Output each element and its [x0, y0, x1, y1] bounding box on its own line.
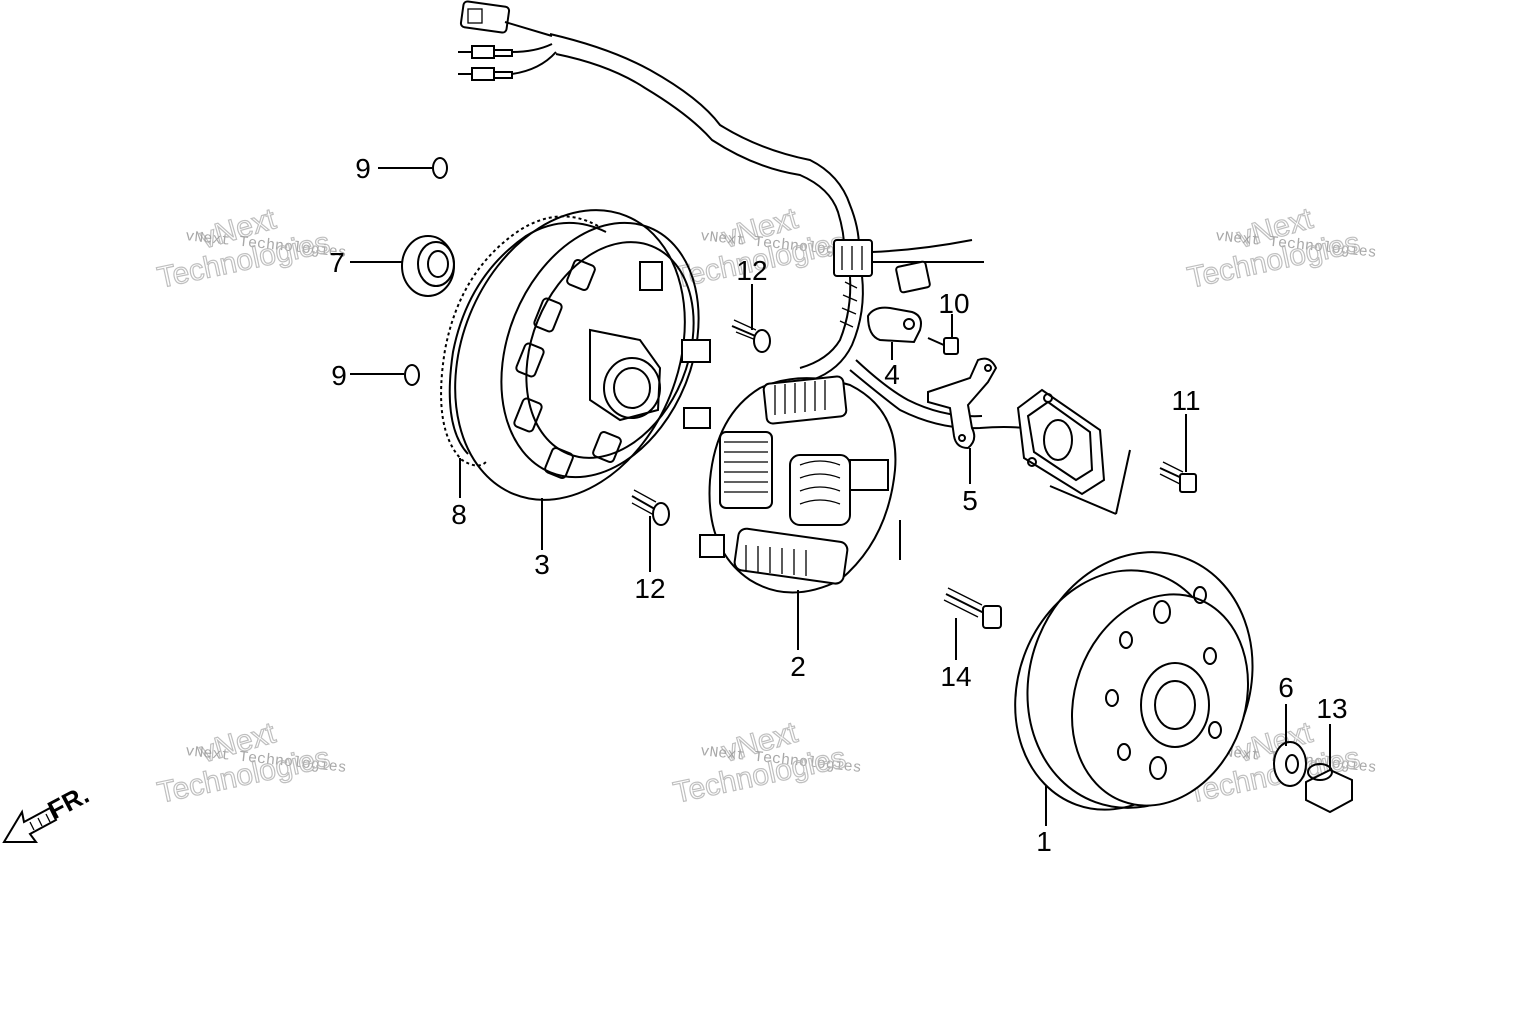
- screw-lower: [631, 489, 670, 526]
- watermark-top-right: vNext vNext Technologies Technologies: [1184, 201, 1377, 295]
- part-label-9-bottom: 9: [331, 360, 347, 391]
- part-label-12-top: 12: [736, 255, 767, 286]
- oil-seal: [401, 235, 455, 297]
- part-labels: 1 2 3 4 5 6 7 8 9 9 10 11 12 12 13 14: [329, 153, 1347, 857]
- bolt-part-14: [943, 587, 1002, 629]
- connector-pin: [467, 8, 483, 24]
- stator-tab: [699, 534, 725, 558]
- wire-clamp: [866, 306, 922, 344]
- vent-slot: [566, 259, 596, 291]
- coupler-wires: [871, 239, 984, 263]
- harness-cable-lower: [811, 275, 864, 381]
- mount-tab: [681, 339, 711, 363]
- stator-coil-assembly: [699, 375, 897, 594]
- mount-tab: [683, 407, 711, 429]
- bullet-terminal: [458, 67, 513, 81]
- part-label-2: 2: [790, 651, 806, 682]
- part-label-5: 5: [962, 485, 978, 516]
- flywheel-hole: [1105, 689, 1119, 707]
- part-label-10: 10: [938, 288, 969, 319]
- flywheel-hole: [1208, 721, 1222, 739]
- washer: [1273, 741, 1307, 787]
- harness-cable-lower: [799, 275, 852, 369]
- part-label-1: 1: [1036, 826, 1052, 857]
- watermark-bottom-center: vNext vNext Technologies Technologies: [670, 715, 862, 810]
- flywheel-hub: [1140, 662, 1210, 748]
- hub-boss: [589, 328, 662, 422]
- part-label-8: 8: [451, 499, 467, 530]
- stator-coil: [733, 527, 849, 585]
- part-label-4: 4: [884, 359, 900, 390]
- part-label-11: 11: [1171, 385, 1200, 416]
- screw-upper: [731, 319, 771, 353]
- watermark-bottom-left: vNext vNext Technologies Technologies: [154, 716, 347, 811]
- harness-coupler: [833, 239, 873, 277]
- part-label-3: 3: [534, 549, 550, 580]
- harness-cable: [555, 53, 846, 261]
- part-label-14: 14: [940, 661, 971, 692]
- bolt-part-10: [927, 337, 959, 355]
- bullet-terminal: [458, 45, 513, 59]
- stator-coil: [789, 454, 851, 526]
- mount-tab: [639, 261, 663, 291]
- part-label-7: 7: [329, 247, 345, 278]
- vent-slot: [533, 297, 563, 333]
- flywheel-hole: [1203, 647, 1217, 665]
- base-plate-rim: [500, 221, 700, 479]
- wiring-harness: [458, 0, 1026, 430]
- watermark-top-left: vNext vNext Technologies Technologies: [154, 202, 347, 296]
- part-label-12-bottom: 12: [634, 573, 665, 604]
- bolt-part-11: [1159, 461, 1197, 493]
- flywheel-hole: [1119, 631, 1133, 649]
- flywheel-hole: [1193, 586, 1207, 604]
- stator-tab: [849, 459, 889, 491]
- pulser-generator: [1016, 388, 1106, 496]
- stator-base-plate: [454, 209, 711, 501]
- small-coupler: [895, 260, 931, 294]
- base-plate-outer: [454, 209, 686, 501]
- part-label-13: 13: [1316, 693, 1347, 724]
- vent-slot: [592, 431, 622, 463]
- leader-lines: [350, 167, 1331, 826]
- part-label-9-top: 9: [355, 153, 371, 184]
- flywheel-hole: [1117, 743, 1131, 761]
- wire-guide-plate: [927, 357, 998, 450]
- harness-cable: [549, 33, 860, 261]
- stator-coil: [762, 375, 848, 425]
- stator-coil: [719, 431, 773, 509]
- flywheel: [1014, 551, 1254, 811]
- pulser-wire: [849, 369, 1026, 430]
- flywheel-hole: [1149, 756, 1167, 780]
- cable-wrap: [839, 281, 858, 328]
- vent-slot: [544, 447, 574, 479]
- flywheel-hole: [1153, 600, 1171, 624]
- part-label-6: 6: [1278, 672, 1294, 703]
- vent-slot: [515, 342, 545, 378]
- front-arrow-icon: [2, 806, 58, 843]
- connector-lead: [504, 21, 553, 37]
- vent-slot: [513, 397, 543, 433]
- o-ring: [432, 157, 448, 179]
- front-direction-indicator: FR.: [2, 779, 94, 843]
- o-ring: [404, 364, 420, 386]
- watermark-top-center: vNext vNext Technologies Technologies: [670, 201, 862, 295]
- terminal-wires: [511, 43, 557, 75]
